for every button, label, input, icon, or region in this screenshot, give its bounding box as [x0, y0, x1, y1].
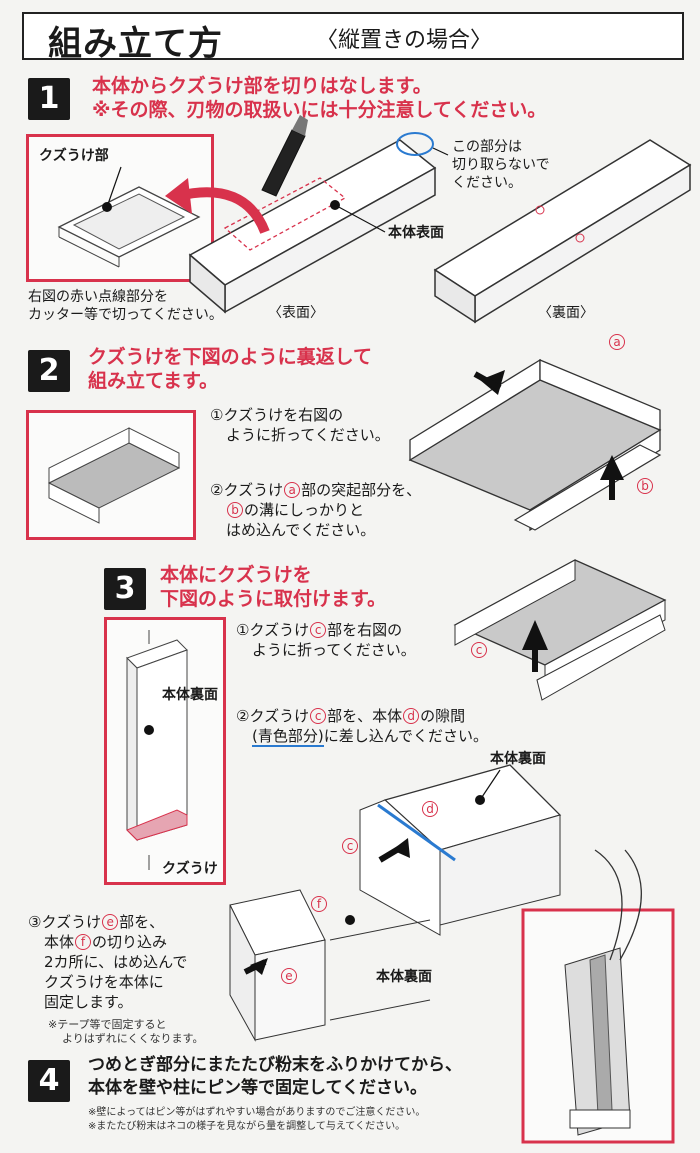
step-2-heading-2: 組み立てます。 [88, 370, 219, 392]
step-4-text: つめとぎ部分にまたたび粉末をふりかけてから、 本体を壁や柱にピン等で固定してくだ… [88, 1055, 462, 1098]
title-bar: 組み立て方 〈縦置きの場合〉 [22, 12, 684, 64]
step-3-number: 3 [104, 568, 146, 610]
step-2-instruction-1: ①クズうけを右図の ように折ってください。 [210, 406, 390, 444]
step-1-heading-1: 本体からクズうけ部を切りはなします。 [92, 75, 432, 97]
step-1-detail-box: クズうけ部 [26, 134, 214, 282]
step-2-detail-box [26, 410, 196, 540]
marker-a-diagram: a [609, 334, 625, 350]
marker-c-diagram-2: c [342, 838, 358, 854]
page-title: 組み立て方 [48, 24, 223, 64]
marker-d-diagram: d [422, 801, 438, 817]
label-kuzuuke-step3: クズうけ [162, 861, 218, 877]
blue-part-label: (青色部分) [252, 727, 324, 747]
folded-tray-drawing [47, 427, 181, 524]
vertical-body-drawing [126, 630, 188, 870]
marker-c: c [310, 622, 327, 638]
marker-e: e [102, 914, 119, 930]
label-front: 〈表面〉 [268, 305, 324, 321]
step-1-heading-2: ※その際、刃物の取扱いには十分注意してください。 [92, 99, 547, 121]
step-4-number: 4 [28, 1060, 70, 1102]
marker-c-2: c [310, 708, 327, 724]
label-hontai-ura-bottom: 本体裏面 [376, 969, 432, 985]
step-1-number: 1 [28, 78, 70, 120]
step-2-heading-1: クズうけを下図のように裏返して [88, 346, 373, 368]
step-3-detail-box [104, 617, 226, 885]
marker-c-diagram: c [471, 642, 487, 658]
cut-note: 右図の赤い点線部分を カッター等で切ってください。 [28, 289, 223, 323]
kuzuuke-tray-drawing [57, 166, 201, 268]
label-hontai-hyomen: 本体表面 [388, 225, 444, 241]
label-kuzuuke-part: クズうけ部 [39, 148, 109, 164]
callout-do-not-cut: この部分は 切り取らないで ください。 [452, 139, 550, 191]
marker-e-diagram: e [281, 968, 297, 984]
marker-b-diagram: b [637, 478, 653, 494]
step-4-notes: ※壁によってはピン等がはずれやすい場合がありますのでご注意ください。 ※またたび… [88, 1107, 426, 1132]
marker-f-diagram: f [311, 896, 327, 912]
step-2-number: 2 [28, 350, 70, 392]
marker-d: d [403, 708, 420, 724]
label-hontai-ura-left: 本体裏面 [162, 687, 218, 703]
page-subtitle: 〈縦置きの場合〉 [316, 28, 493, 53]
label-back: 〈裏面〉 [538, 305, 594, 321]
step-3-heading-2: 下図のように取付けます。 [160, 588, 387, 610]
marker-b: b [227, 502, 243, 518]
step-3-heading-1: 本体にクズうけを [160, 564, 312, 586]
label-hontai-ura-right: 本体裏面 [490, 751, 546, 767]
marker-f: f [75, 934, 92, 950]
step-3-note: ※テープ等で固定すると よりはずれにくくなります。 [48, 1018, 204, 1045]
marker-a: a [284, 482, 301, 498]
